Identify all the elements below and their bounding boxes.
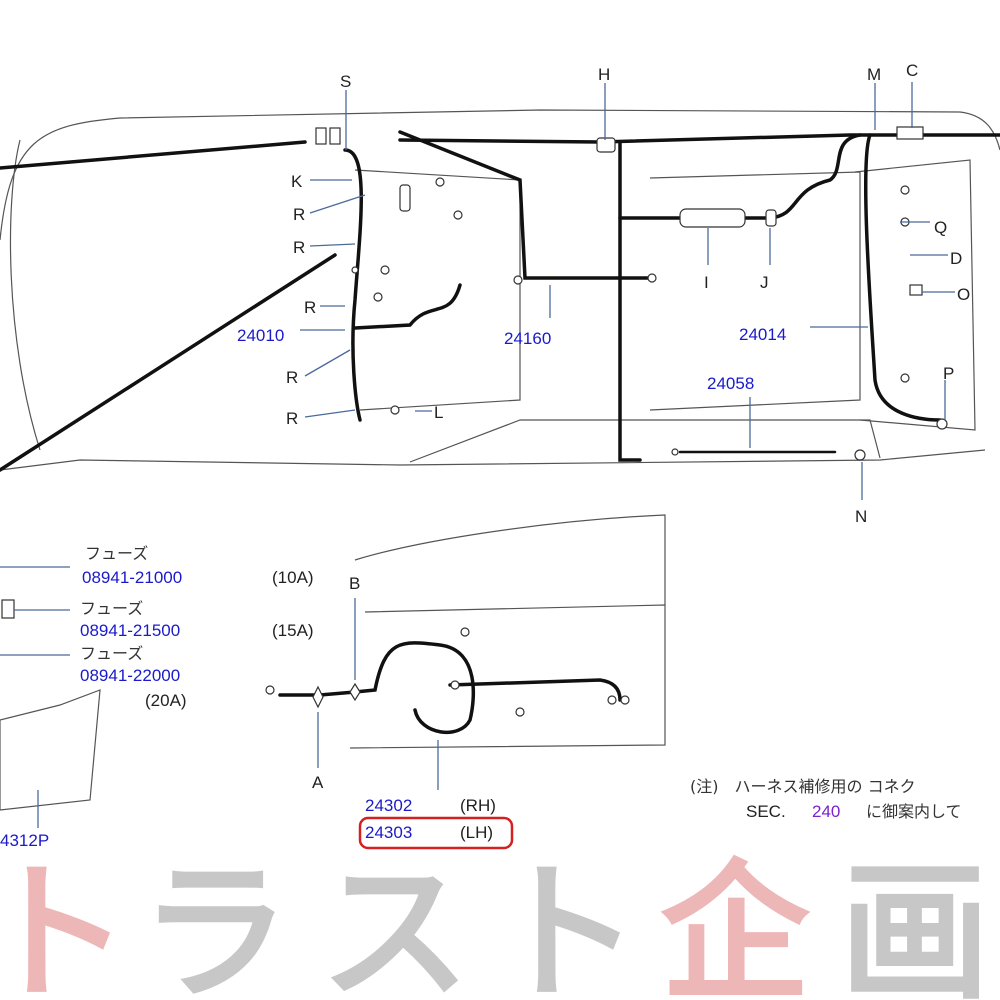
part-24302[interactable]: 24302 xyxy=(365,796,412,815)
fuse-part-15a[interactable]: 08941-21500 xyxy=(80,621,180,640)
svg-text:企: 企 xyxy=(660,847,811,1000)
callout-r: R xyxy=(304,298,316,317)
part-24014[interactable]: 24014 xyxy=(739,325,786,344)
svg-text:ス: ス xyxy=(320,847,470,1000)
harness-wires xyxy=(278,130,1000,735)
fuse-rating: (20A) xyxy=(145,691,187,710)
part-24302-side: (RH) xyxy=(460,796,496,815)
part-24010[interactable]: 24010 xyxy=(237,326,284,345)
part-24312p[interactable]: 4312P xyxy=(0,831,49,850)
part-24160[interactable]: 24160 xyxy=(504,329,551,348)
callout-i: I xyxy=(704,273,709,292)
highlight-box xyxy=(358,816,514,850)
callout-p: P xyxy=(943,364,954,383)
note-line-2: に御案内して xyxy=(866,802,962,821)
callout-s: S xyxy=(340,72,351,91)
svg-text:ト: ト xyxy=(0,847,130,1000)
fuse-name: フューズ xyxy=(80,599,143,618)
callout-q: Q xyxy=(934,218,947,237)
callout-o: O xyxy=(957,285,970,304)
callout-c: C xyxy=(906,61,918,80)
fuse-part-20a[interactable]: 08941-22000 xyxy=(80,666,180,685)
note-sec-label: SEC. xyxy=(746,802,786,821)
svg-text:ラ: ラ xyxy=(140,847,290,1000)
svg-text:画: 画 xyxy=(840,847,990,1000)
connectors xyxy=(1,126,948,717)
callout-n: N xyxy=(855,507,867,526)
leader-lines xyxy=(0,82,955,828)
svg-text:ト: ト xyxy=(490,847,640,1000)
callout-r: R xyxy=(286,368,298,387)
callout-m: M xyxy=(867,65,881,84)
fuse-rating: (10A) xyxy=(272,568,314,587)
fuse-name: フューズ xyxy=(80,644,143,663)
callout-d: D xyxy=(950,249,962,268)
part-24303[interactable]: 24303 xyxy=(365,823,412,842)
fuse-part-10a[interactable]: 08941-21000 xyxy=(82,568,182,587)
callout-r: R xyxy=(293,238,305,257)
callout-a: A xyxy=(312,773,324,792)
callout-r: R xyxy=(293,205,305,224)
note-sec-number[interactable]: 240 xyxy=(812,802,840,821)
callout-b: B xyxy=(349,574,360,593)
callout-k: K xyxy=(291,172,303,191)
callout-l: L xyxy=(434,403,443,422)
part-24058[interactable]: 24058 xyxy=(707,374,754,393)
fuse-name: フューズ xyxy=(85,544,148,563)
fuse-rating: (15A) xyxy=(272,621,314,640)
callout-j: J xyxy=(760,273,769,292)
callout-h: H xyxy=(598,65,610,84)
part-24303-side: (LH) xyxy=(460,823,493,842)
callout-r: R xyxy=(286,409,298,428)
watermark: ト ラ ス ト 企 画 xyxy=(0,847,990,1000)
note-line-1: (注) ハーネス補修用の コネク xyxy=(690,777,916,796)
